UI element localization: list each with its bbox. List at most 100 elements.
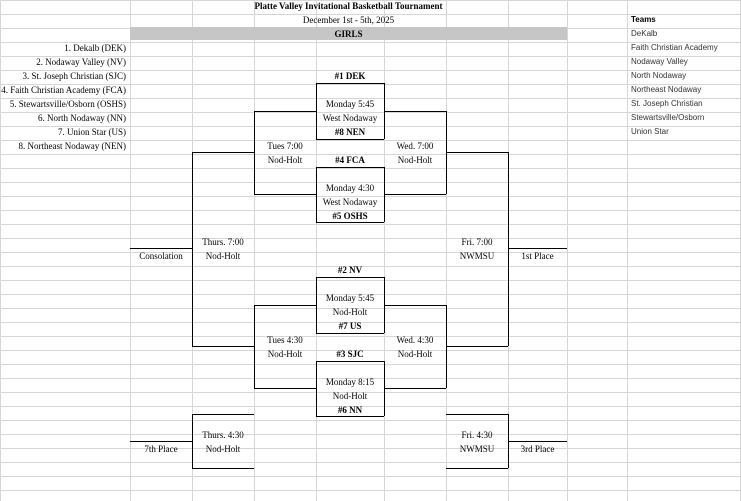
bracket-line xyxy=(384,111,446,112)
girls-header-bar xyxy=(130,27,567,40)
seed-item: 7. Union Star (US) xyxy=(58,127,126,137)
game4-top-team: #3 SJC xyxy=(336,349,364,359)
bracket-line xyxy=(508,152,509,346)
seed-item: 4. Faith Christian Academy (FCA) xyxy=(1,85,126,95)
third-place-time: Fri. 4:30 xyxy=(461,430,493,440)
seed-item: 3. St. Joseph Christian (SJC) xyxy=(22,71,126,81)
game2-top-team: #4 FCA xyxy=(335,155,365,165)
left-semi2-time: Tues 4:30 xyxy=(267,335,303,345)
bracket-line xyxy=(316,139,384,140)
game4-time: Monday 8:15 xyxy=(325,377,375,387)
bracket-line xyxy=(130,248,192,249)
right-semi1-time: Wed. 7:00 xyxy=(396,141,434,151)
column-divider xyxy=(316,0,317,501)
bracket-line xyxy=(192,414,193,468)
game3-site: Nod-Holt xyxy=(332,307,368,317)
team-item: Northeast Nodaway xyxy=(631,85,702,94)
right-semi2-time: Wed. 4:30 xyxy=(396,335,434,345)
bracket-line xyxy=(192,346,254,347)
division-label: GIRLS xyxy=(334,29,363,39)
bracket-line xyxy=(316,361,384,362)
seed-item: 5. Stewartsville/Osborn (OSHS) xyxy=(9,99,126,109)
left-semi2-site: Nod-Holt xyxy=(267,349,303,359)
bracket-line xyxy=(192,152,254,153)
bracket-line xyxy=(192,468,254,469)
team-item: Nodaway Valley xyxy=(631,57,688,66)
bracket-line xyxy=(384,194,446,195)
game3-time: Monday 5:45 xyxy=(325,293,375,303)
bracket-line xyxy=(446,414,508,415)
seventh-place-site: Nod-Holt xyxy=(205,444,241,454)
third-place-label: 3rd Place xyxy=(520,444,555,454)
championship-site: NWMSU xyxy=(459,251,495,261)
bracket-line xyxy=(316,277,317,333)
bracket-line xyxy=(254,305,316,306)
right-semi2-site: Nod-Holt xyxy=(397,349,433,359)
bracket-line xyxy=(254,305,255,388)
bracket-line xyxy=(446,152,508,153)
team-item: North Nodaway xyxy=(631,71,687,80)
seed-item: 8. Northeast Nodaway (NEN) xyxy=(18,141,126,151)
bracket-line xyxy=(384,388,446,389)
bracket-line xyxy=(254,388,316,389)
team-item: Union Star xyxy=(631,127,669,136)
first-place-label: 1st Place xyxy=(521,251,554,261)
teams-header: Teams xyxy=(631,15,656,24)
left-semi1-time: Tues 7:00 xyxy=(267,141,303,151)
game2-site: West Nodaway xyxy=(322,197,378,207)
consolation-site: Nod-Holt xyxy=(205,251,241,261)
tournament-dates: December 1st - 5th, 2025 xyxy=(302,15,395,25)
bracket-line xyxy=(254,194,316,195)
bracket-line xyxy=(508,441,567,442)
bracket-line xyxy=(316,416,384,417)
bracket-line xyxy=(192,152,193,346)
bracket-line xyxy=(192,414,254,415)
championship-time: Fri. 7:00 xyxy=(461,237,493,247)
bracket-line xyxy=(316,167,317,222)
column-divider xyxy=(567,0,568,501)
column-divider xyxy=(384,0,385,501)
bracket-line xyxy=(316,83,317,139)
bracket-line xyxy=(316,361,317,416)
game3-bottom-team: #7 US xyxy=(338,321,362,331)
third-place-site: NWMSU xyxy=(459,444,495,454)
right-semi1-site: Nod-Holt xyxy=(397,155,433,165)
bracket-line xyxy=(254,111,316,112)
seventh-place-label: 7th Place xyxy=(144,444,178,454)
team-item: Stewartsville/Osborn xyxy=(631,113,705,122)
bracket-line xyxy=(508,248,567,249)
game1-time: Monday 5:45 xyxy=(325,99,375,109)
bracket-line xyxy=(446,346,508,347)
bracket-line xyxy=(316,333,384,334)
game2-bottom-team: #5 OSHS xyxy=(332,211,368,221)
bracket-line xyxy=(130,441,192,442)
game4-site: Nod-Holt xyxy=(332,391,368,401)
game3-top-team: #2 NV xyxy=(337,265,363,275)
game1-site: West Nodaway xyxy=(322,113,378,123)
bracket-line xyxy=(316,167,384,168)
team-item: St. Joseph Christian xyxy=(631,99,703,108)
game2-time: Monday 4:30 xyxy=(325,183,375,193)
column-divider xyxy=(130,0,131,501)
team-item: DeKalb xyxy=(631,29,658,38)
bracket-line xyxy=(316,83,384,84)
left-semi1-site: Nod-Holt xyxy=(267,155,303,165)
tournament-title: Platte Valley Invitational Basketball To… xyxy=(254,1,443,11)
seed-item: 6. North Nodaway (NN) xyxy=(38,113,126,123)
game4-bottom-team: #6 NN xyxy=(337,405,363,415)
seed-item: 2. Nodaway Valley (NV) xyxy=(36,57,126,67)
bracket-line xyxy=(446,468,508,469)
seed-item: 1. Dekalb (DEK) xyxy=(64,43,126,53)
bracket-line xyxy=(316,222,384,223)
team-item: Faith Christian Academy xyxy=(631,43,718,52)
bracket-line xyxy=(316,277,384,278)
column-divider xyxy=(627,0,628,501)
column-divider xyxy=(446,0,447,501)
bracket-line xyxy=(254,111,255,194)
bracket-line xyxy=(384,305,446,306)
column-divider xyxy=(254,0,255,501)
game1-bottom-team: #8 NEN xyxy=(334,127,366,137)
consolation-time: Thurs. 7:00 xyxy=(202,237,244,247)
game1-top-team: #1 DEK xyxy=(334,71,366,81)
consolation-label: Consolation xyxy=(139,251,183,261)
